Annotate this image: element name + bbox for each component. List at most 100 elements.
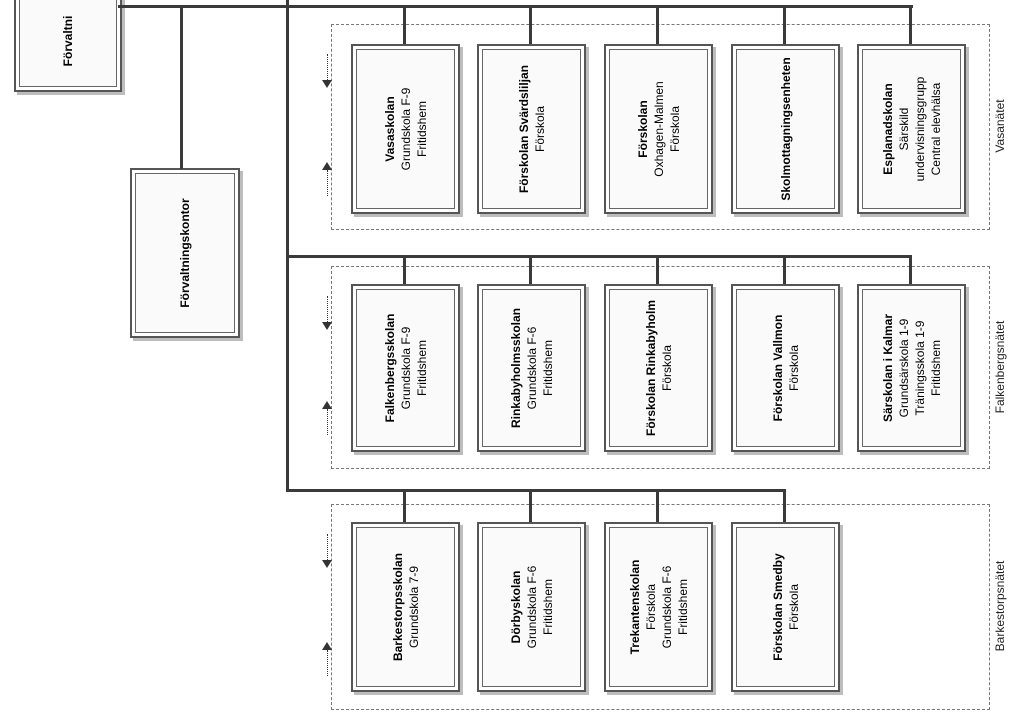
unit-title: Förvaltni bbox=[61, 15, 75, 67]
unit-detail: Förskola bbox=[667, 106, 682, 153]
unit-title: Falkenbergsskolan bbox=[382, 313, 397, 423]
unit-detail: Fritidshem bbox=[414, 340, 429, 397]
unit-detail: Förskola bbox=[643, 584, 658, 631]
unit-detail: Grundskola F-6 bbox=[524, 565, 539, 649]
unit-detail: Grundskola F-6 bbox=[659, 565, 674, 649]
unit-detail: Grundskola 7-9 bbox=[406, 565, 421, 649]
unit-connector-line bbox=[528, 255, 532, 284]
unit-connector-line bbox=[655, 255, 659, 284]
unit-title: Förskolan Rinkabyholm bbox=[643, 299, 658, 437]
office-box-text: Förvaltningskontor bbox=[177, 177, 193, 329]
unit-detail: Fritidshem bbox=[540, 579, 555, 636]
group-label: Barkestorpsnätet bbox=[993, 560, 1007, 652]
unit-detail: Förskola bbox=[532, 106, 547, 153]
unit-title: Förskolan Vallmon bbox=[770, 314, 785, 422]
unit-connector-line bbox=[655, 489, 659, 522]
top-horizontal-line bbox=[118, 5, 913, 8]
unit-detail: Grundsärskola 1-9 bbox=[896, 318, 911, 418]
unit-connector-line bbox=[908, 5, 912, 44]
unit-detail: Fritidshem bbox=[675, 579, 690, 636]
unit-title: Barkestorpsskolan bbox=[390, 552, 405, 662]
arrow-down-icon bbox=[322, 80, 332, 88]
unit-box: Skolmottagningsenheten bbox=[731, 44, 840, 214]
unit-title: Förskolan Svärdsliljan bbox=[516, 64, 531, 194]
unit-connector-line bbox=[782, 5, 786, 44]
unit-detail: Fritidshem bbox=[414, 101, 429, 158]
unit-title: Förskolan bbox=[635, 100, 650, 158]
unit-detail: Särskild bbox=[896, 107, 911, 151]
arrow-stem bbox=[327, 409, 328, 435]
arrow-up-icon bbox=[322, 642, 332, 650]
arrow-up-icon bbox=[322, 401, 332, 409]
arrow-stem bbox=[327, 54, 328, 80]
unit-connector-line bbox=[655, 5, 659, 44]
unit-detail: Träningsskola 1-9 bbox=[912, 320, 927, 416]
unit-title: Rinkabyholmsskolan bbox=[508, 307, 523, 429]
unit-title: Esplanadskolan bbox=[880, 83, 895, 175]
unit-detail: Grundskola F-9 bbox=[398, 326, 413, 410]
spine-line bbox=[286, 0, 289, 492]
group-label: Falkenbergsnätet bbox=[993, 320, 1007, 413]
unit-detail: Fritidshem bbox=[540, 340, 555, 397]
unit-detail: undervisningsgrupp bbox=[912, 76, 927, 182]
top-admin-box-text: Förvaltni bbox=[60, 0, 76, 83]
unit-detail: Förskola bbox=[786, 584, 801, 631]
unit-title: Trekantenskolan bbox=[627, 559, 642, 655]
unit-title: Särskolan i Kalmar bbox=[880, 313, 895, 423]
unit-connector-line bbox=[908, 255, 912, 284]
unit-detail: Oxhagen-Malmen bbox=[651, 81, 666, 177]
unit-detail: Grundskola F-9 bbox=[398, 87, 413, 171]
arrow-down-icon bbox=[322, 560, 332, 568]
office-connector-line bbox=[180, 5, 183, 169]
arrow-stem bbox=[327, 170, 328, 196]
group-label: Vasanätet bbox=[993, 99, 1007, 153]
unit-connector-line bbox=[402, 5, 406, 44]
bus-line bbox=[286, 255, 912, 258]
unit-detail: Förskola bbox=[786, 345, 801, 392]
unit-connector-line bbox=[782, 255, 786, 284]
unit-detail: Fritidshem bbox=[928, 340, 943, 397]
group-frame bbox=[331, 504, 990, 710]
unit-connector-line bbox=[782, 489, 786, 522]
top-admin-box: Förvaltni bbox=[14, 0, 122, 92]
unit-detail: Förskola bbox=[659, 345, 674, 392]
unit-detail: Grundskola F-6 bbox=[524, 326, 539, 410]
unit-box-text: Skolmottagningsenheten bbox=[778, 53, 794, 205]
group-frame bbox=[331, 24, 990, 230]
unit-title: Förskolan Smedby bbox=[770, 553, 785, 661]
office-box: Förvaltningskontor bbox=[130, 168, 240, 338]
arrow-down-icon bbox=[322, 322, 332, 330]
arrow-stem bbox=[327, 534, 328, 560]
unit-connector-line bbox=[402, 255, 406, 284]
unit-title: Förvaltningskontor bbox=[178, 198, 192, 308]
arrow-stem bbox=[327, 650, 328, 676]
bus-line bbox=[286, 489, 786, 492]
arrow-stem bbox=[327, 296, 328, 322]
unit-connector-line bbox=[402, 489, 406, 522]
